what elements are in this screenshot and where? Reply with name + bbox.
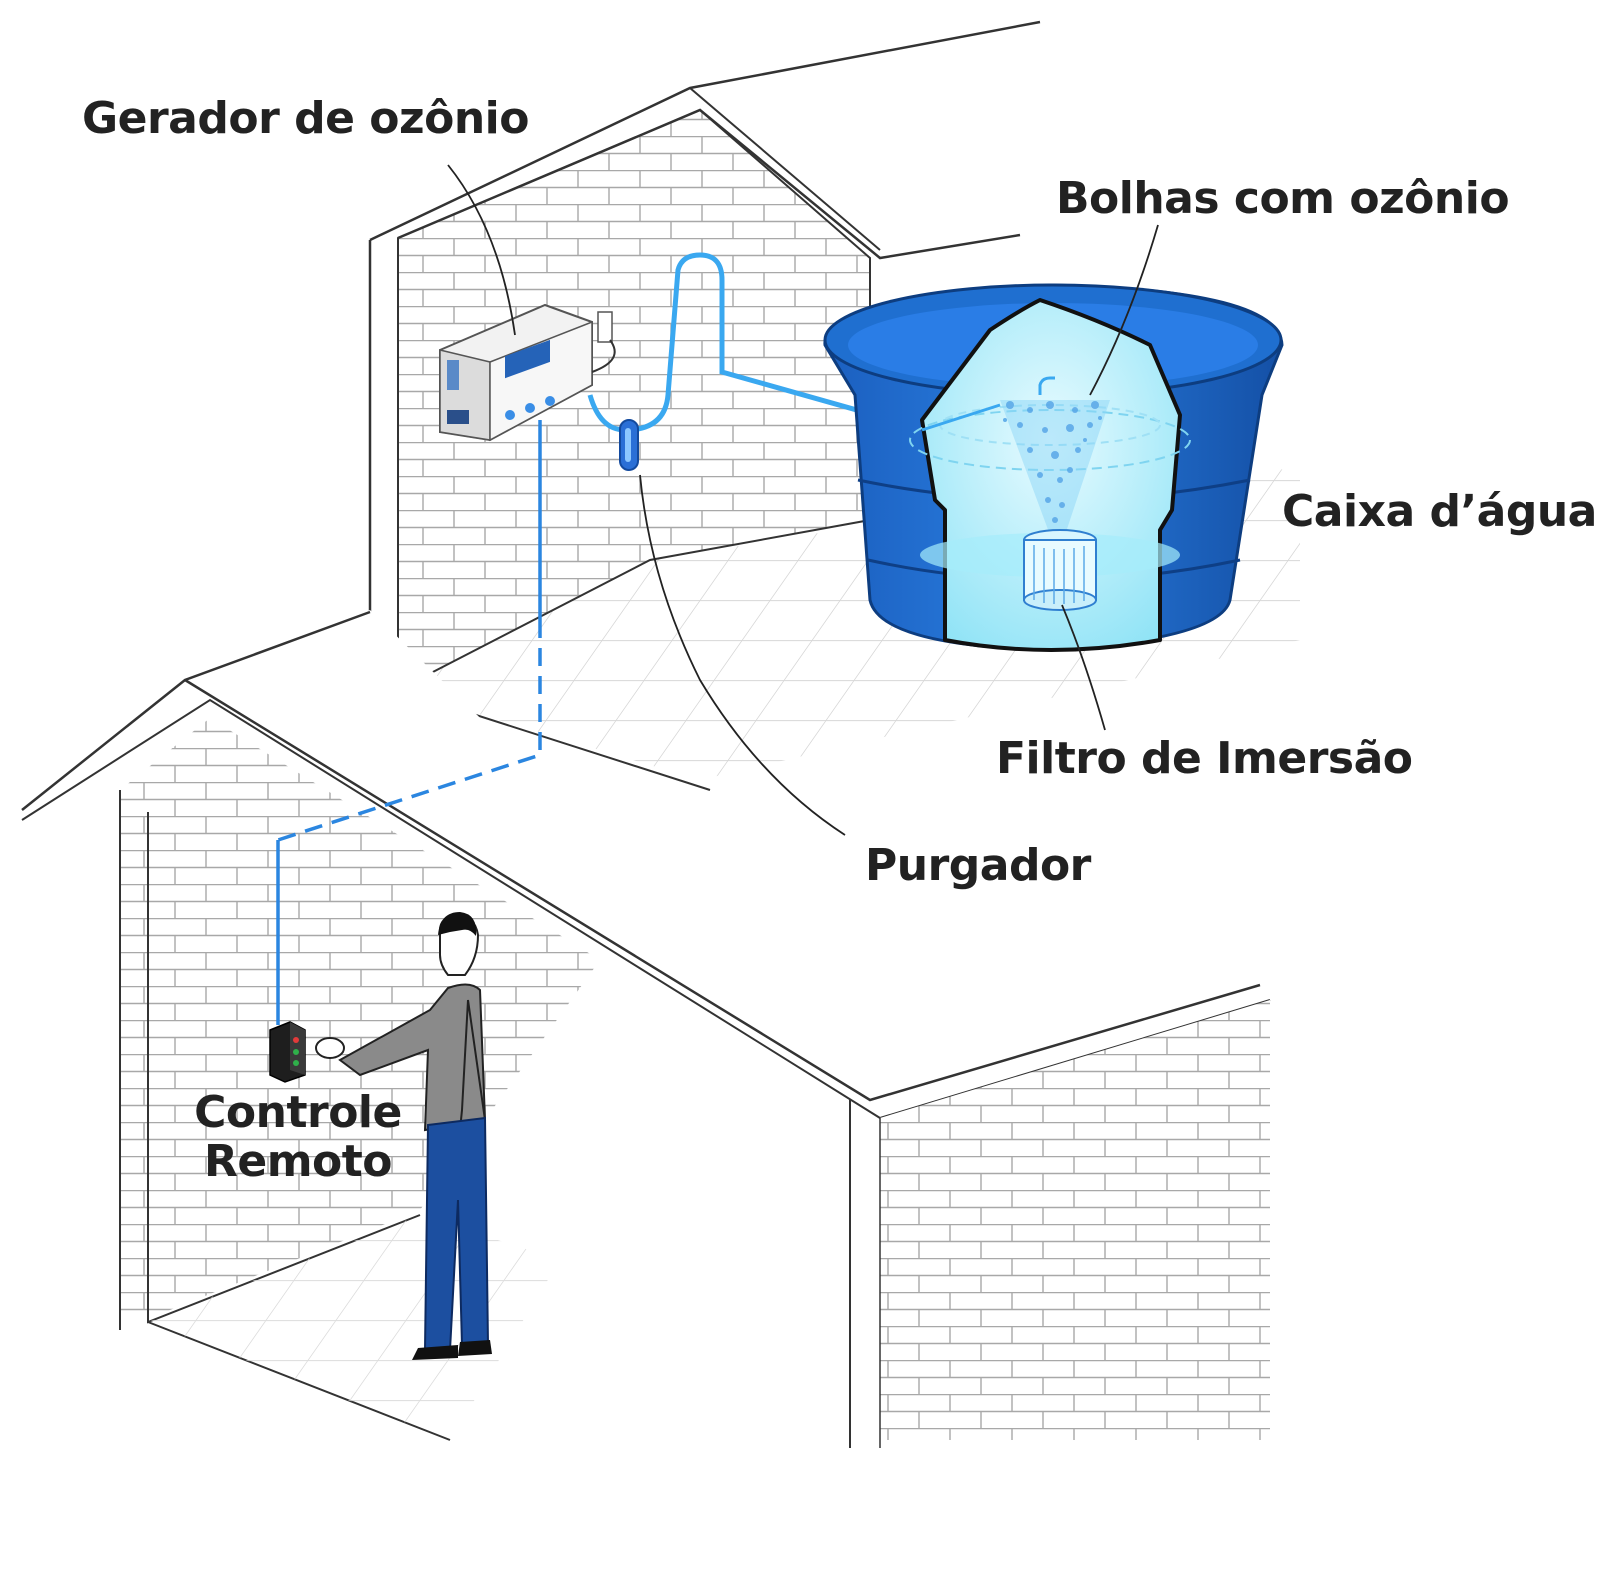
water-tank [823, 283, 1284, 652]
control-wire [276, 420, 542, 1025]
label-remote-control: Controle Remoto [188, 1088, 408, 1187]
leader-filter [1061, 604, 1106, 731]
label-ozone-generator: Gerador de ozônio [82, 93, 529, 144]
lower-roof [22, 610, 1260, 1100]
leader-purger [639, 474, 846, 836]
ozone-bubbles [1000, 400, 1110, 535]
ozone-generator-icon [439, 303, 616, 442]
immersion-filter-icon [1023, 529, 1097, 611]
purger-valve-icon [619, 419, 639, 471]
label-water-tank: Caixa d’água [1282, 486, 1597, 537]
lower-house [21, 610, 1271, 1448]
person-icon [315, 912, 492, 1360]
lower-left-brick-wall [120, 718, 600, 1320]
label-immersion-filter: Filtro de Imersão [996, 733, 1413, 784]
lower-right-brick-wall [880, 1000, 1270, 1440]
lower-floor [148, 1215, 560, 1440]
label-purger: Purgador [865, 840, 1091, 891]
attic-roof-edge-2 [397, 108, 1021, 260]
leader-bubbles [1089, 224, 1159, 396]
lower-roof-ridge [184, 678, 1261, 1102]
leader-lines [447, 164, 1159, 836]
label-remote-line2: Remoto [203, 1136, 393, 1188]
label-ozone-bubbles: Bolhas com ozônio [1056, 173, 1510, 224]
remote-control-icon [269, 1021, 306, 1083]
leader-generator [447, 164, 516, 336]
label-remote-line1: Controle [194, 1087, 402, 1138]
attic-roof-edge-3 [689, 87, 881, 251]
